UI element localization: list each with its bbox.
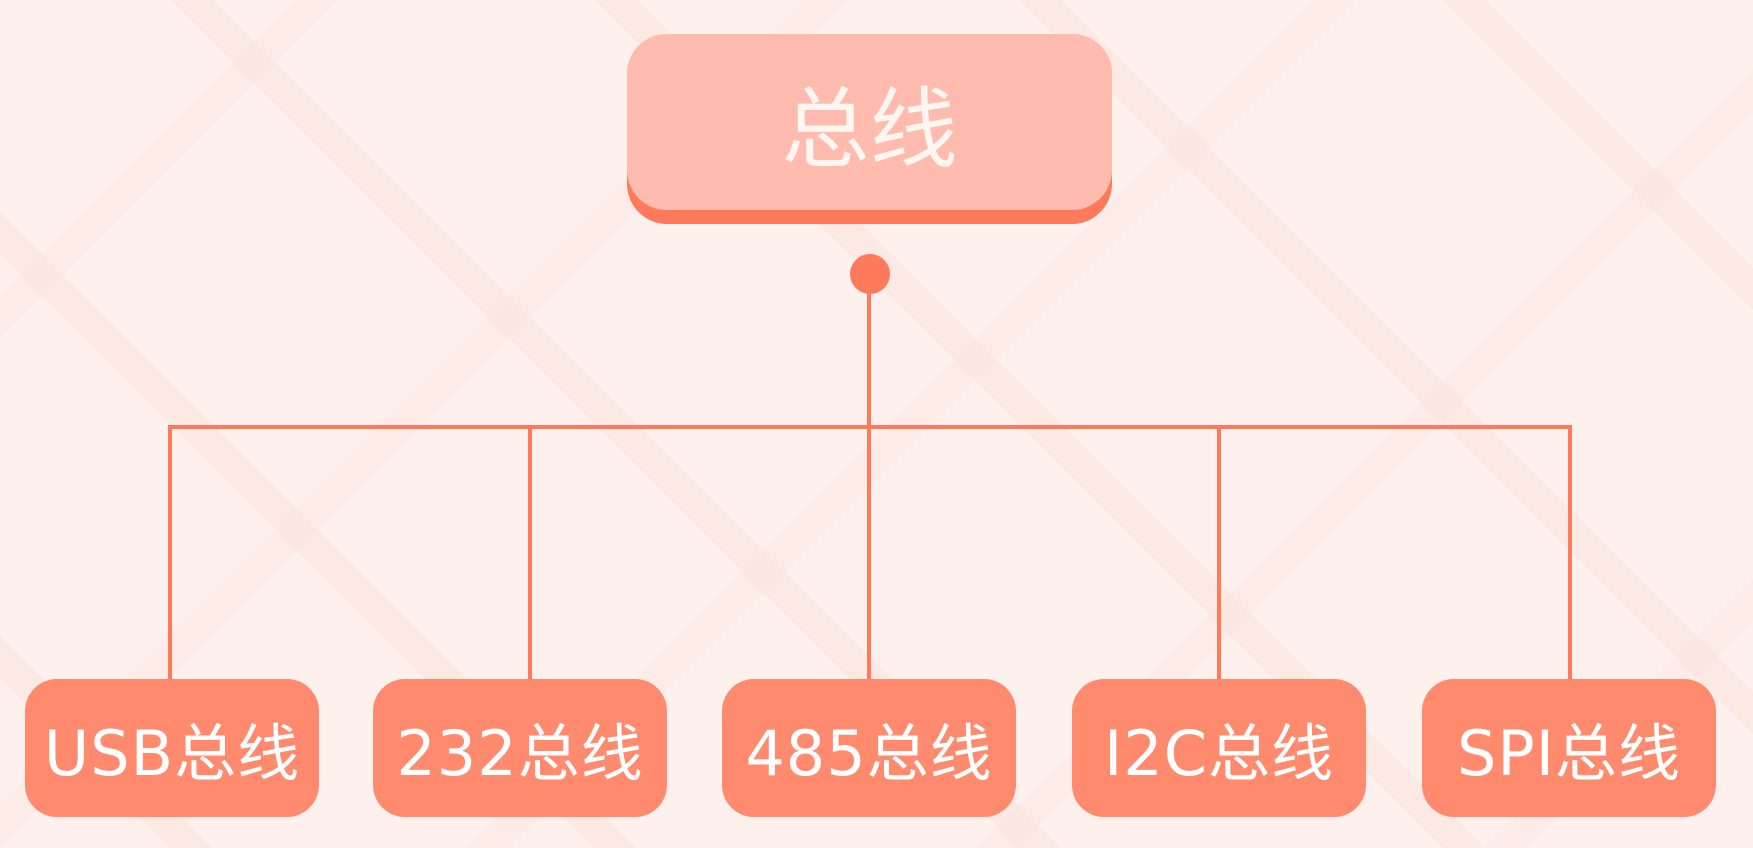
root-node-label: 总线 — [627, 34, 1112, 210]
node-usb-bus: USB总线 — [25, 679, 319, 817]
root-node: 总线 — [627, 34, 1112, 224]
branch-line-usb — [168, 425, 172, 681]
node-232-bus: 232总线 — [373, 679, 667, 817]
branch-line-i2c — [1217, 425, 1221, 681]
branch-line-232 — [528, 425, 532, 681]
node-i2c-bus: I2C总线 — [1072, 679, 1366, 817]
node-spi-bus: SPI总线 — [1422, 679, 1716, 817]
branch-line-485 — [867, 425, 871, 681]
branch-line-spi — [1568, 425, 1572, 681]
node-485-bus: 485总线 — [722, 679, 1016, 817]
trunk-line — [867, 290, 871, 429]
connector-dot — [850, 254, 890, 294]
